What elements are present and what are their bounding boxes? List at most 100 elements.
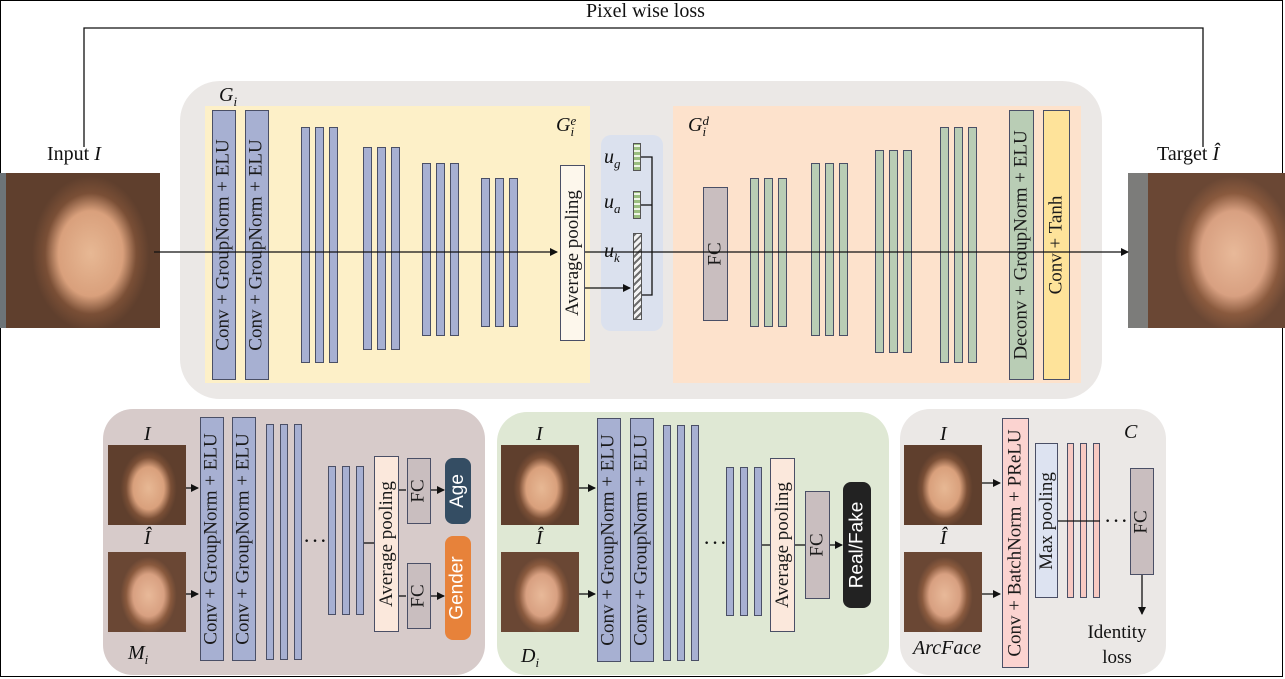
d-layer (726, 467, 734, 616)
d-average-pooling: Average pooling (770, 458, 795, 632)
d-layer (691, 425, 699, 661)
encoder-label-sup: e (570, 113, 577, 129)
latent-code-region (601, 135, 663, 331)
target-label: Target Î (1157, 143, 1219, 166)
decoder-label-sub: i (702, 124, 707, 140)
u-a-label-u: u (604, 191, 614, 213)
generator-label: Gi (219, 84, 237, 110)
generator-label-g: G (219, 84, 234, 106)
c-input-bottom-label: Î (940, 527, 947, 549)
m-input-top-label: I (144, 423, 151, 445)
d-ellipsis: ··· (703, 530, 728, 555)
c-conv-block: Conv + BatchNorm + PReLU (1002, 418, 1029, 668)
c-fc: FC (1130, 468, 1154, 575)
input-symbol: I (94, 143, 101, 165)
m-layer (328, 466, 336, 615)
c-panel-label: C (1124, 421, 1138, 443)
real-fake-output: Real/Fake (843, 482, 871, 608)
m-ellipsis: ··· (303, 528, 328, 553)
d-panel-label: Di (521, 645, 539, 671)
decoder-label-sup: d (702, 113, 709, 129)
m-panel-label-sub: i (144, 652, 149, 667)
arcface-label: ArcFace (913, 637, 982, 659)
d-layer (663, 425, 671, 661)
d-layer (677, 425, 685, 661)
c-max-pooling: Max pooling (1035, 443, 1058, 598)
pixel-loss-label: Pixel wise loss (586, 0, 705, 22)
u-k-code (633, 233, 642, 320)
u-g-code (633, 143, 641, 171)
decoder-layer (940, 127, 949, 363)
encoder-layer (436, 163, 445, 336)
u-g-label-sub: g (614, 156, 621, 171)
m-input-bottom-label: Î (144, 527, 151, 549)
d-layer (754, 467, 762, 616)
encoder-average-pooling: Average pooling (560, 165, 585, 341)
decoder-layer (839, 163, 848, 336)
m-panel-label: Mi (128, 642, 148, 668)
m-layer (294, 424, 302, 660)
u-k-label-sub: k (614, 250, 620, 265)
u-g-label-u: u (604, 146, 614, 168)
age-output: Age (445, 458, 471, 524)
d-conv-block-1: Conv + GroupNorm + ELU (597, 418, 621, 662)
encoder-layer (450, 163, 459, 336)
input-face-image (0, 173, 160, 328)
m-input-face-bottom (108, 552, 186, 632)
target-symbol: Î (1212, 143, 1220, 165)
m-layer (266, 424, 274, 660)
encoder-layer (315, 127, 324, 363)
u-k-label: uk (604, 240, 620, 266)
encoder-layer (377, 147, 386, 350)
generator-label-sub: i (233, 94, 238, 109)
m-average-pooling: Average pooling (374, 456, 399, 632)
m-layer (356, 466, 364, 615)
d-input-bottom-label: Î (536, 527, 543, 549)
c-input-face-top (904, 445, 982, 525)
m-panel-label-m: M (128, 642, 145, 664)
d-panel-label-d: D (521, 645, 536, 667)
encoder-conv-block-2: Conv + GroupNorm + ELU (245, 110, 269, 380)
decoder-layer (825, 163, 834, 336)
d-conv-block-2: Conv + GroupNorm + ELU (630, 418, 654, 662)
u-a-code (633, 191, 641, 219)
m-layer (342, 466, 350, 615)
u-a-label: ua (604, 191, 621, 217)
decoder-fc: FC (703, 187, 728, 321)
encoder-layer (391, 147, 400, 350)
m-conv-block-2: Conv + GroupNorm + ELU (232, 417, 256, 661)
m-fc-bottom: FC (407, 563, 431, 629)
d-panel-label-sub: i (535, 655, 540, 670)
d-layer (740, 467, 748, 616)
encoder-layer (422, 163, 431, 336)
input-label-text: Input (47, 143, 90, 165)
c-input-face-bottom (904, 552, 982, 632)
gender-output: Gender (445, 536, 471, 640)
u-k-label-u: u (604, 240, 614, 262)
decoder-layer (968, 127, 977, 363)
d-fc: FC (805, 491, 830, 599)
target-label-text: Target (1157, 143, 1208, 165)
decoder-label-g: G (688, 114, 703, 136)
encoder-layer (329, 127, 338, 363)
encoder-conv-block-1: Conv + GroupNorm + ELU (212, 110, 236, 380)
c-ellipsis: ··· (1104, 508, 1129, 533)
u-a-label-sub: a (614, 201, 621, 216)
encoder-layer (363, 147, 372, 350)
target-face-image (1128, 173, 1285, 328)
d-input-top-label: I (536, 423, 543, 445)
decoder-layer (954, 127, 963, 363)
encoder-layer (301, 127, 310, 363)
m-fc-top: FC (407, 458, 431, 524)
c-input-top-label: I (940, 423, 947, 445)
decoder-layer (811, 163, 820, 336)
decoder-deconv-block: Deconv + GroupNorm + ELU (1009, 110, 1034, 380)
u-g-label: ug (604, 146, 621, 172)
identity-loss-label: Identity loss (1087, 622, 1147, 668)
m-layer (280, 424, 288, 660)
d-input-face-top (501, 445, 579, 525)
